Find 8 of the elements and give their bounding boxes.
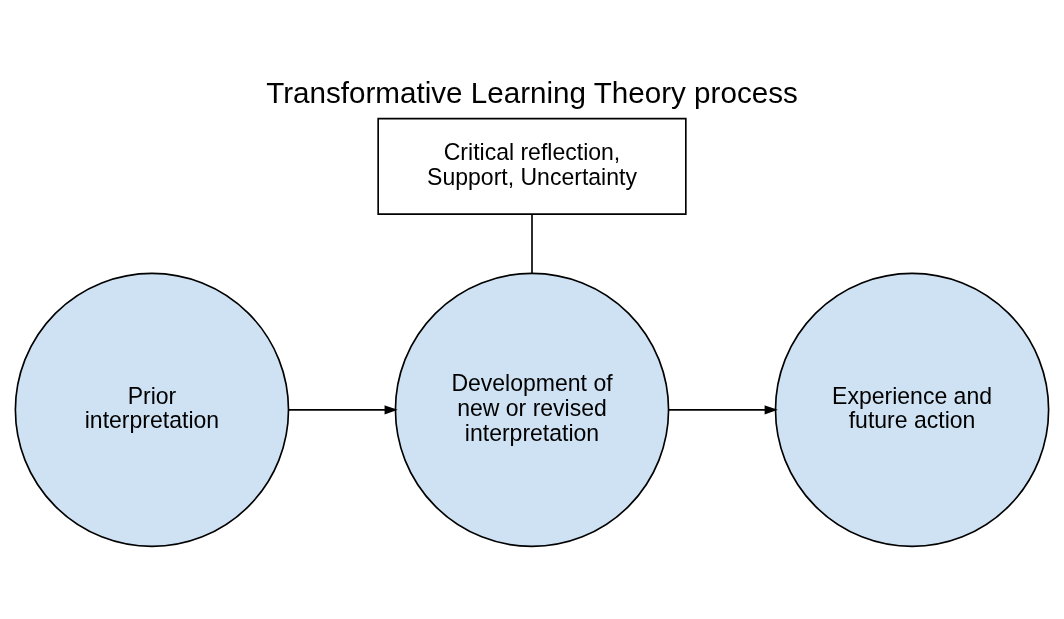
node-box: Critical reflection, Support, Uncertainty — [377, 117, 687, 215]
arrow — [287, 405, 398, 415]
node-circle: Experience and future action — [774, 272, 1050, 548]
diagram-title: Transformative Learning Theory process — [266, 75, 798, 109]
node-circle: Prior interpretation — [14, 272, 290, 548]
node-circle: Development of new or revised interpretation — [394, 272, 670, 548]
connector — [531, 213, 533, 274]
arrow — [667, 405, 778, 415]
